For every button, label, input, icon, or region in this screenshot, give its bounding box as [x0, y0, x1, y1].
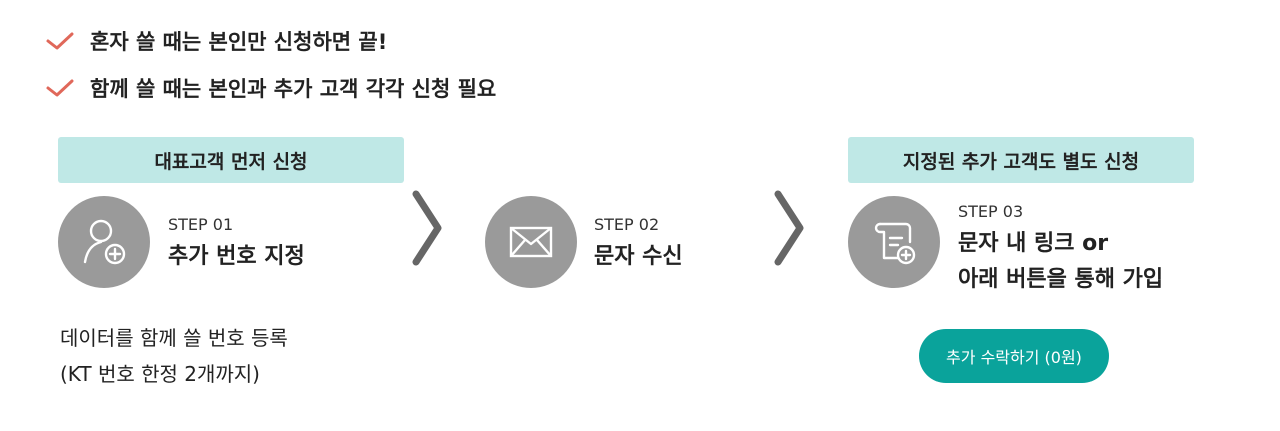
band-representative-first: 대표고객 먼저 신청: [58, 137, 404, 183]
step-03-icon-circle: [848, 196, 940, 288]
step-02-label: STEP 02: [594, 215, 660, 234]
step-02-title: 문자 수신: [594, 239, 683, 275]
step-02-icon-circle: [485, 196, 577, 288]
checkmark-icon: [46, 79, 74, 97]
chevron-right-icon: [774, 190, 804, 266]
envelope-icon: [509, 226, 553, 258]
description-line: 데이터를 함께 쓸 번호 등록: [60, 326, 288, 350]
step-03-title: 문자 내 링크 or 아래 버튼을 통해 가입: [958, 226, 1163, 298]
band-additional-separate: 지정된 추가 고객도 별도 신청: [848, 137, 1194, 183]
checklist-item-1: 혼자 쓸 때는 본인만 신청하면 끝!: [46, 26, 387, 56]
step-03-label: STEP 03: [958, 202, 1024, 221]
step-03-title-line: 문자 내 링크 or: [958, 231, 1109, 256]
checkmark-icon: [46, 32, 74, 50]
user-add-icon: [83, 219, 126, 265]
checklist-item-2: 함께 쓸 때는 본인과 추가 고객 각각 신청 필요: [46, 73, 496, 103]
step-03-title-line: 아래 버튼을 통해 가입: [958, 267, 1164, 292]
step-01-label: STEP 01: [168, 215, 234, 234]
accept-addition-button[interactable]: 추가 수락하기 (0원): [919, 329, 1109, 383]
step-02-title-line: 문자 수신: [594, 244, 683, 269]
step-01-icon-circle: [58, 196, 150, 288]
step-01-description: 데이터를 함께 쓸 번호 등록 (KT 번호 한정 2개까지): [60, 320, 288, 392]
document-add-icon: [874, 222, 916, 265]
description-line: (KT 번호 한정 2개까지): [60, 362, 260, 386]
chevron-right-icon: [412, 190, 442, 266]
step-01-title: 추가 번호 지정: [168, 239, 305, 275]
checklist-text: 혼자 쓸 때는 본인만 신청하면 끝!: [90, 30, 388, 54]
step-01-title-line: 추가 번호 지정: [168, 244, 305, 269]
checklist-text: 함께 쓸 때는 본인과 추가 고객 각각 신청 필요: [90, 77, 497, 101]
